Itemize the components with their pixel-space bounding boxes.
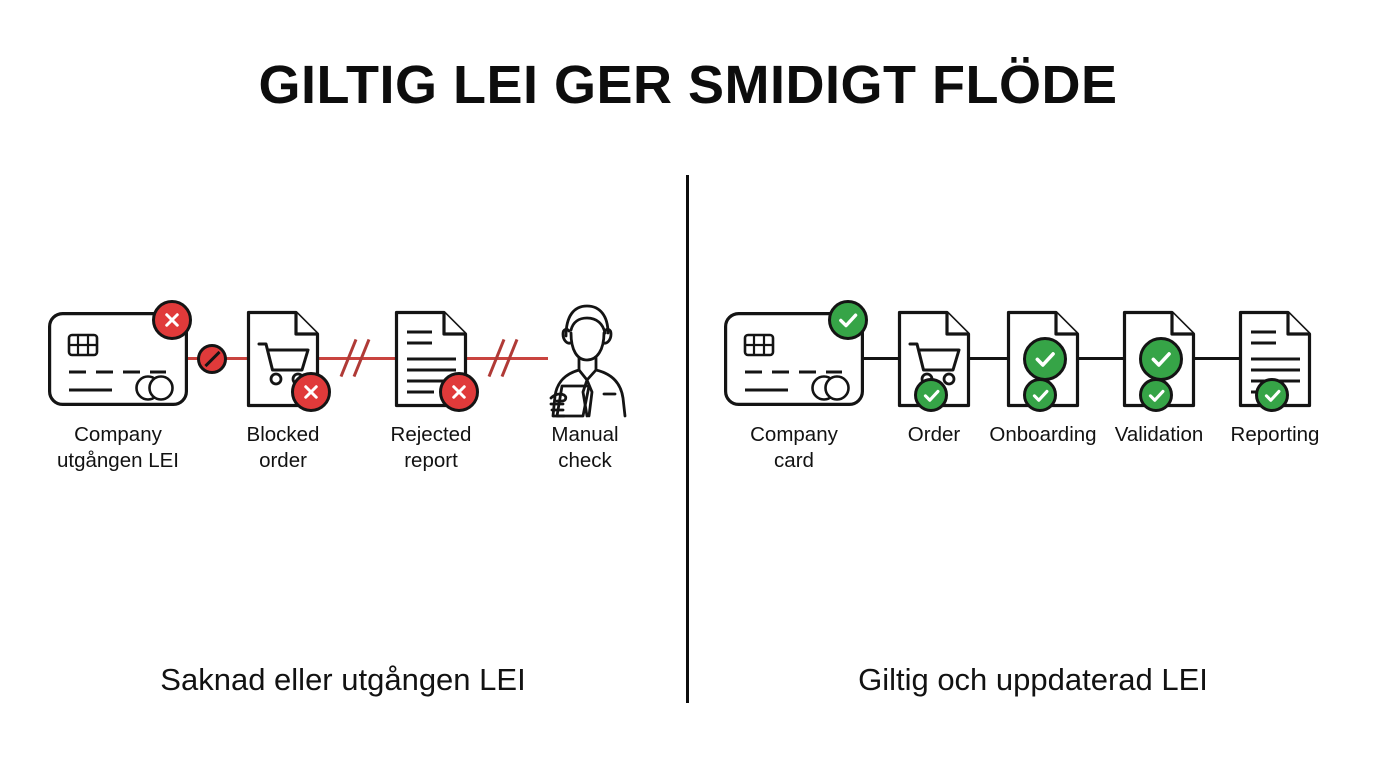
right-flow-row: Company card	[690, 300, 1376, 472]
left-flow-row: Company utgången LEI	[0, 300, 686, 472]
no-entry-sign-icon	[197, 344, 227, 374]
right-connector-4	[1183, 357, 1241, 360]
break-slashes-icon	[487, 338, 521, 378]
node-label-line1: Validation	[1114, 423, 1204, 446]
credit-card-icon	[724, 312, 865, 407]
node-artwork	[385, 300, 479, 418]
check-badge-small	[1023, 378, 1057, 412]
right-panel-caption: Giltig och uppdaterad LEI	[858, 662, 1208, 697]
node-artwork	[897, 300, 971, 418]
node-onboarding[interactable]: Onboarding	[989, 300, 1097, 446]
shopping-cart-document-icon	[897, 310, 971, 408]
credit-card-icon	[48, 312, 189, 407]
node-label-line2: check	[558, 449, 612, 472]
check-badge-large	[1023, 337, 1067, 381]
node-label: Company card	[750, 422, 838, 474]
x-badge-large	[291, 372, 331, 412]
node-label: Validation	[1115, 422, 1204, 448]
node-label-line1: Reporting	[1230, 423, 1320, 446]
node-artwork	[1122, 300, 1196, 418]
node-label: Rejected report	[391, 422, 472, 474]
node-label-line1: Manual	[551, 423, 619, 446]
node-manual-check[interactable]: Manual check	[533, 300, 637, 472]
break-slashes-icon	[339, 338, 373, 378]
person-with-clipboard-icon	[533, 300, 637, 418]
node-rejected-report[interactable]: Rejected report	[385, 300, 479, 472]
node-artwork	[1238, 300, 1312, 418]
node-artwork	[1006, 300, 1080, 418]
node-label-line1: Company	[74, 423, 162, 446]
node-label: Onboarding	[989, 422, 1096, 448]
node-artwork	[48, 300, 192, 418]
node-artwork	[724, 300, 868, 418]
node-order[interactable]: Order	[897, 300, 971, 446]
node-label-line2: order	[259, 449, 307, 472]
node-validation[interactable]: Validation	[1115, 300, 1203, 446]
check-badge-large	[828, 300, 868, 340]
node-label: Reporting	[1231, 422, 1320, 448]
right-connector-3	[1068, 357, 1126, 360]
check-badge-small	[1255, 378, 1289, 412]
node-company-card[interactable]: Company card	[724, 300, 868, 472]
node-label-line1: Rejected	[390, 423, 472, 446]
node-label-line1: Company	[750, 423, 838, 446]
node-artwork	[237, 300, 331, 418]
x-badge-large	[152, 300, 192, 340]
check-badge-small	[914, 378, 948, 412]
left-panel-caption: Saknad eller utgången LEI	[160, 662, 526, 697]
right-connector-1	[846, 357, 910, 360]
node-artwork	[533, 300, 637, 418]
node-label: Order	[908, 422, 960, 448]
right-connector-2	[958, 357, 1016, 360]
check-badge-large	[1139, 337, 1183, 381]
node-blocked-order[interactable]: Blocked order	[237, 300, 331, 472]
x-badge-large	[439, 372, 479, 412]
node-label: Manual check	[551, 422, 618, 474]
node-label-line2: utgången LEI	[57, 449, 179, 472]
node-company-expired-lei[interactable]: Company utgången LEI	[48, 300, 192, 472]
node-label-line1: Blocked	[246, 423, 320, 446]
center-divider	[686, 175, 689, 703]
node-label-line1: Onboarding	[989, 423, 1097, 446]
node-reporting[interactable]: Reporting	[1231, 300, 1319, 446]
page-title: GILTIG LEI GER SMIDIGT FLÖDE	[258, 55, 1118, 115]
node-label-line1: Order	[907, 423, 961, 446]
node-label: Company utgången LEI	[57, 422, 179, 474]
node-label: Blocked order	[247, 422, 320, 474]
check-badge-small	[1139, 378, 1173, 412]
node-label-line2: card	[774, 449, 814, 472]
node-label-line2: report	[404, 449, 458, 472]
